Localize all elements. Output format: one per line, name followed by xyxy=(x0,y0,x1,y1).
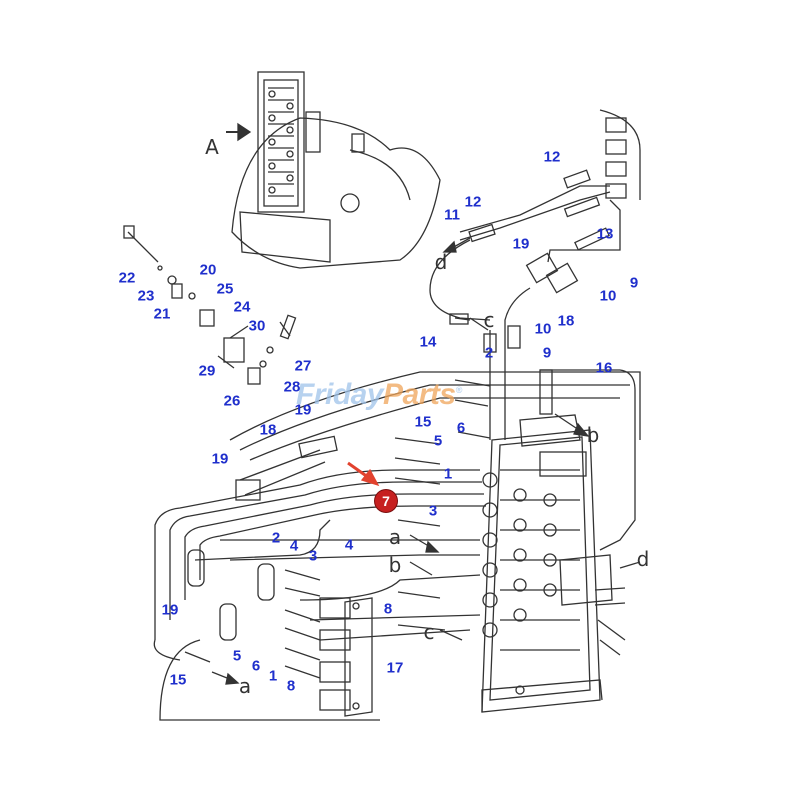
part-label[interactable]: 6 xyxy=(251,657,261,675)
part-label[interactable]: 2 xyxy=(484,344,494,362)
part-label[interactable]: 5 xyxy=(232,647,242,665)
connection-label-c: c xyxy=(423,620,435,644)
part-label[interactable]: 5 xyxy=(433,432,443,450)
part-label[interactable]: 3 xyxy=(308,547,318,565)
part-label[interactable]: 15 xyxy=(414,413,432,431)
ppc-valve-block xyxy=(187,549,373,717)
part-label[interactable]: 26 xyxy=(223,392,241,410)
part-label[interactable]: 10 xyxy=(534,320,552,338)
part-label[interactable]: 29 xyxy=(198,362,216,380)
part-label[interactable]: 14 xyxy=(419,333,437,351)
connection-label-c: c xyxy=(483,308,495,332)
part-label[interactable]: 19 xyxy=(294,401,312,419)
part-label[interactable]: 3 xyxy=(428,502,438,520)
watermark-part1: Friday xyxy=(296,378,384,411)
part-label[interactable]: 25 xyxy=(216,280,234,298)
part-label[interactable]: 23 xyxy=(137,287,155,305)
highlighted-part-badge[interactable]: 7 xyxy=(375,490,397,512)
bolts xyxy=(184,317,491,663)
part-label[interactable]: 2 xyxy=(271,529,281,547)
part-label[interactable]: 4 xyxy=(344,536,354,554)
part-label[interactable]: 8 xyxy=(286,677,296,695)
part-label[interactable]: 24 xyxy=(233,298,251,316)
part-label[interactable]: 16 xyxy=(595,359,613,377)
part-label[interactable]: 18 xyxy=(259,421,277,439)
part-label[interactable]: 18 xyxy=(557,312,575,330)
connection-label-a: a xyxy=(388,525,402,549)
part-label[interactable]: 6 xyxy=(456,419,466,437)
part-label[interactable]: 28 xyxy=(283,378,301,396)
part-label[interactable]: 12 xyxy=(464,193,482,211)
part-label[interactable]: 4 xyxy=(289,537,299,555)
pipe-bundle xyxy=(153,369,641,721)
part-label[interactable]: 19 xyxy=(161,601,179,619)
part-label[interactable]: 12 xyxy=(543,148,561,166)
watermark-registered-mark: ® xyxy=(455,385,463,395)
part-label[interactable]: 8 xyxy=(383,600,393,618)
part-label[interactable]: 30 xyxy=(248,317,266,335)
upper-right-hoses xyxy=(429,109,641,440)
connection-label-a: a xyxy=(238,674,252,698)
part-label[interactable]: 22 xyxy=(118,269,136,287)
part-label[interactable]: 19 xyxy=(512,235,530,253)
watermark-part2: Parts xyxy=(383,378,456,411)
small-fittings xyxy=(123,225,297,385)
part-label[interactable]: 19 xyxy=(211,450,229,468)
part-label[interactable]: 21 xyxy=(153,305,171,323)
inset-view-a xyxy=(226,71,441,269)
part-label[interactable]: 17 xyxy=(386,659,404,677)
connection-label-d: d xyxy=(434,250,448,274)
highlight-pointer-arrow xyxy=(347,461,380,487)
watermark-logo: FridayParts® xyxy=(296,378,462,412)
flow-arrows xyxy=(211,237,641,685)
part-label[interactable]: 20 xyxy=(199,261,217,279)
part-label[interactable]: 1 xyxy=(443,465,453,483)
connection-label-b: b xyxy=(586,423,600,447)
control-valve xyxy=(481,414,626,713)
part-label[interactable]: 27 xyxy=(294,357,312,375)
part-label[interactable]: 1 xyxy=(268,667,278,685)
view-label-a: A xyxy=(205,135,219,159)
connection-label-d: d xyxy=(636,547,650,571)
part-label[interactable]: 10 xyxy=(599,287,617,305)
part-label[interactable]: 15 xyxy=(169,671,187,689)
part-label[interactable]: 13 xyxy=(596,225,614,243)
part-label[interactable]: 9 xyxy=(629,274,639,292)
part-label[interactable]: 11 xyxy=(444,206,460,224)
part-label[interactable]: 9 xyxy=(542,344,552,362)
connection-label-b: b xyxy=(388,553,402,577)
